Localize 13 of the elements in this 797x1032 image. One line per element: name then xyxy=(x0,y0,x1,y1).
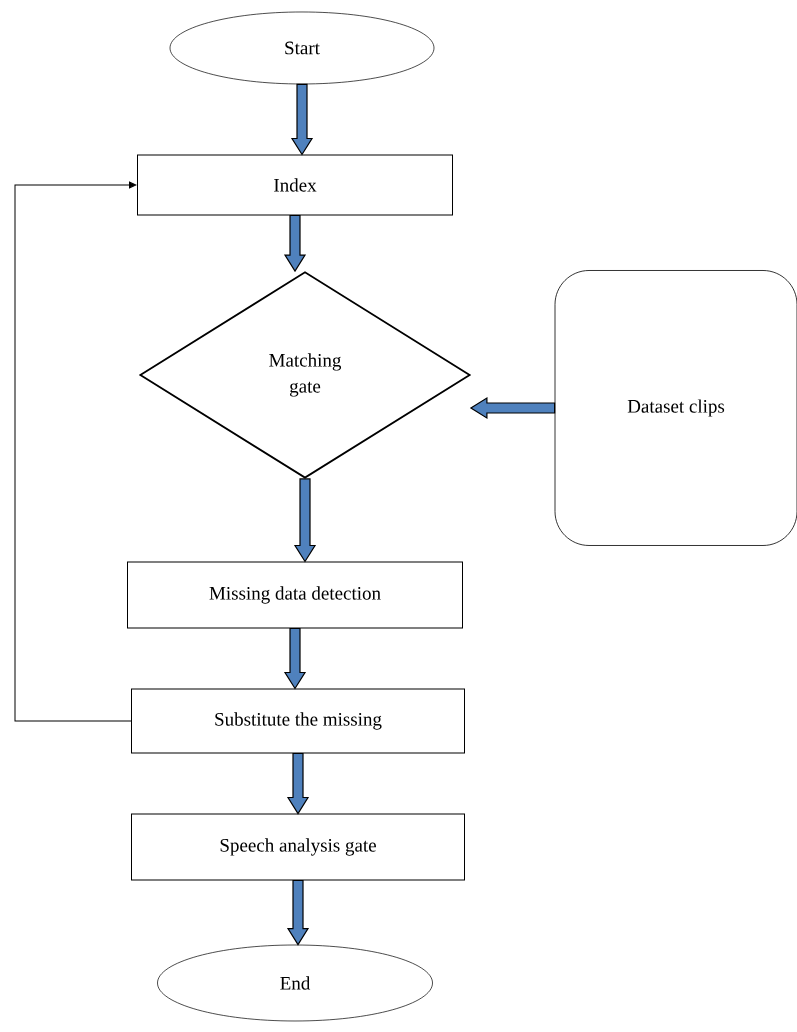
data-box: Dataset clips xyxy=(554,270,797,546)
process-box: Index xyxy=(137,154,453,216)
block-arrow xyxy=(286,752,310,815)
block-arrow xyxy=(283,627,307,690)
connector-line xyxy=(14,181,137,722)
process-box: Substitute the missing xyxy=(131,688,465,754)
block-arrow xyxy=(283,214,307,273)
block-arrow xyxy=(286,879,310,946)
block-arrow xyxy=(290,83,314,156)
block-arrow xyxy=(469,396,556,420)
process-box: Missing data detection xyxy=(127,561,463,629)
process-box: Speech analysis gate xyxy=(131,813,465,881)
block-arrow xyxy=(293,478,317,563)
